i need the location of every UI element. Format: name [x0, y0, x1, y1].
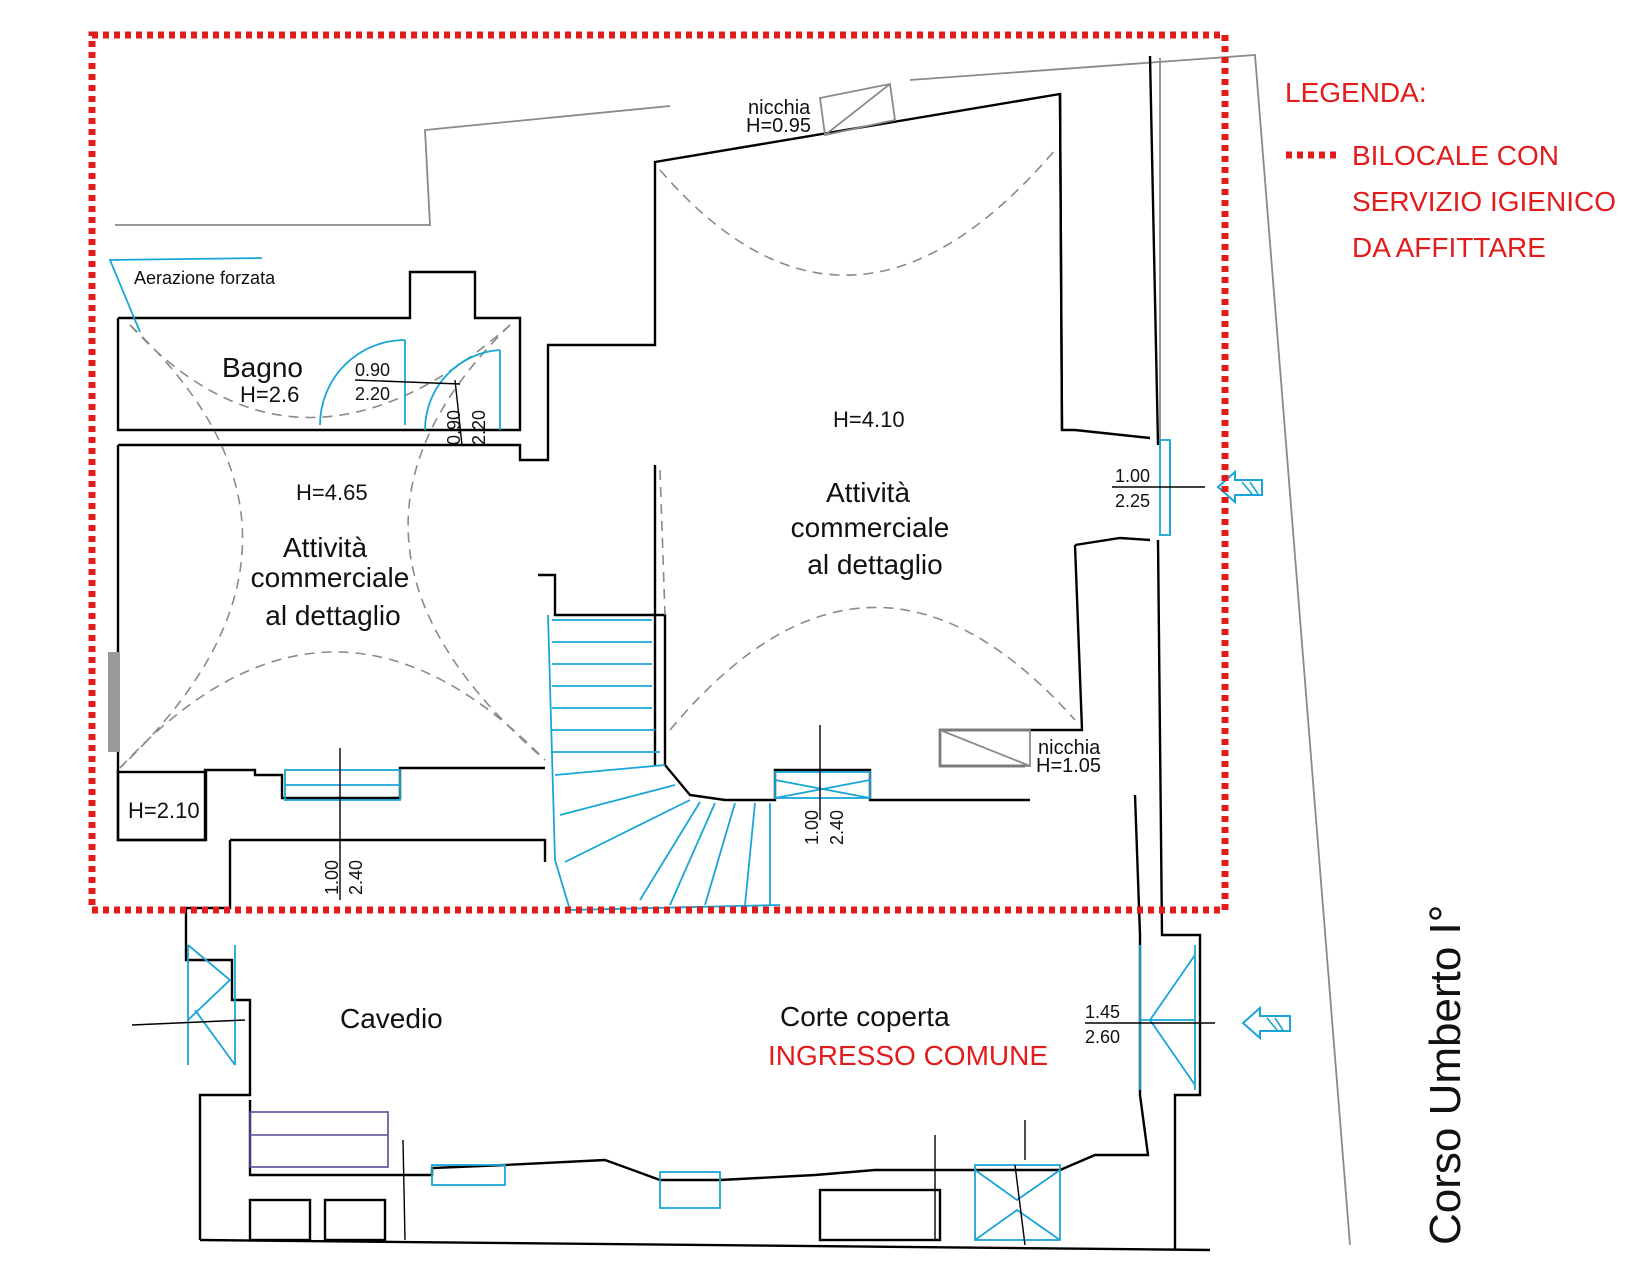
hall-door-height: 2.20 — [469, 410, 489, 445]
center-bottom-width: 1.00 — [802, 810, 822, 845]
court-entry-width: 1.45 — [1085, 1002, 1120, 1022]
vault-lines — [119, 149, 1076, 769]
legend-line-1: BILOCALE CON — [1352, 140, 1559, 171]
aeration-note: Aerazione forzata — [134, 268, 276, 288]
apartment-boundary — [88, 31, 1229, 914]
left-bottom-height: 2.40 — [346, 860, 366, 895]
bagno-height: H=2.6 — [240, 382, 299, 407]
niche-bottom-name: nicchia — [1038, 737, 1101, 759]
left-bottom-width: 1.00 — [322, 860, 342, 895]
legend-line-2: SERVIZIO IGIENICO — [1352, 186, 1616, 217]
room-labels: Bagno H=2.6 H=4.65 Attività commerciale … — [128, 352, 1048, 1071]
court-entry-height: 2.60 — [1085, 1027, 1120, 1047]
bagno-door-width: 0.90 — [355, 360, 390, 380]
legend-title: LEGENDA: — [1285, 77, 1427, 108]
door-dimensions: 0.90 2.20 0.90 2.20 1.00 2.25 1.00 2.40 … — [322, 360, 1150, 1047]
hall-door-width: 0.90 — [444, 410, 464, 445]
right-shop-line-1: Attività — [826, 477, 910, 508]
center-bottom-height: 2.40 — [827, 810, 847, 845]
niche-top-height: H=0.95 — [746, 115, 811, 137]
openings — [187, 339, 1196, 1241]
legend: LEGENDA: BILOCALE CON SERVIZIO IGIENICO … — [1285, 77, 1616, 263]
entry-arrows — [1216, 469, 1291, 1041]
niche-top-name: nicchia — [748, 97, 811, 119]
corte-name: Corte coperta — [780, 1001, 950, 1032]
cavedio-name: Cavedio — [340, 1003, 443, 1034]
niche-bottom-height: H=1.05 — [1036, 755, 1101, 777]
bagno-door-height: 2.20 — [355, 384, 390, 404]
right-shop-line-2: commerciale — [791, 512, 950, 543]
arrow-entry-court-icon — [1241, 1005, 1291, 1041]
left-shop-height: H=4.65 — [296, 480, 368, 505]
left-shop-line-3: al dettaglio — [265, 600, 400, 631]
street-name: Corso Umberto I° — [1421, 905, 1470, 1245]
notes: Aerazione forzata nicchia H=0.95 nicchia… — [134, 97, 1101, 777]
site-boundary — [115, 54, 1351, 1246]
right-shop-height: H=4.10 — [833, 407, 905, 432]
dimension-lines — [108, 257, 1215, 1246]
right-entry-width: 1.00 — [1115, 466, 1150, 486]
closet-height: H=2.10 — [128, 798, 200, 823]
walls — [108, 55, 1211, 1252]
right-entry-height: 2.25 — [1115, 491, 1150, 511]
bagno-name: Bagno — [222, 352, 303, 383]
left-shop-line-2: commerciale — [251, 562, 410, 593]
right-shop-line-3: al dettaglio — [807, 549, 942, 580]
corte-entrance: INGRESSO COMUNE — [768, 1040, 1048, 1071]
legend-line-3: DA AFFITTARE — [1352, 232, 1546, 263]
arrow-entry-shop-icon — [1216, 469, 1263, 505]
left-shop-line-1: Attività — [283, 532, 367, 563]
